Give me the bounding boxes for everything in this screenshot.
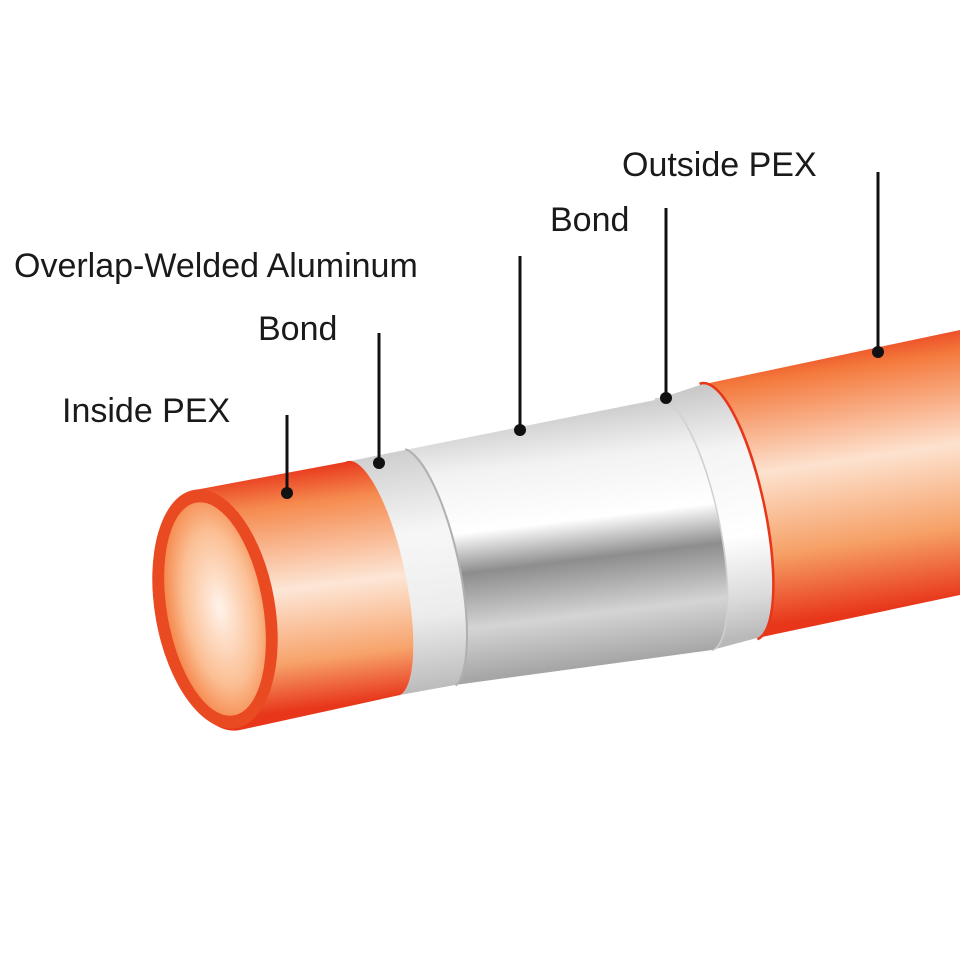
pipe-bore bbox=[164, 502, 266, 716]
inside-pex-marker bbox=[281, 487, 293, 499]
aluminum-layer bbox=[405, 399, 727, 685]
outside-pex-marker bbox=[872, 346, 884, 358]
label-inner-bond: Bond bbox=[258, 310, 337, 348]
outside-pex-layer bbox=[700, 330, 960, 638]
label-outer-bond: Bond bbox=[550, 201, 629, 239]
outer-bond-marker bbox=[660, 392, 672, 404]
label-inside-pex: Inside PEX bbox=[62, 392, 230, 430]
inner-bond-marker bbox=[373, 457, 385, 469]
label-aluminum: Overlap-Welded Aluminum bbox=[14, 247, 418, 285]
label-outside-pex: Outside PEX bbox=[622, 146, 817, 184]
inner-bond-layer bbox=[345, 450, 467, 695]
aluminum-marker bbox=[514, 424, 526, 436]
outer-bond-layer bbox=[655, 384, 773, 650]
